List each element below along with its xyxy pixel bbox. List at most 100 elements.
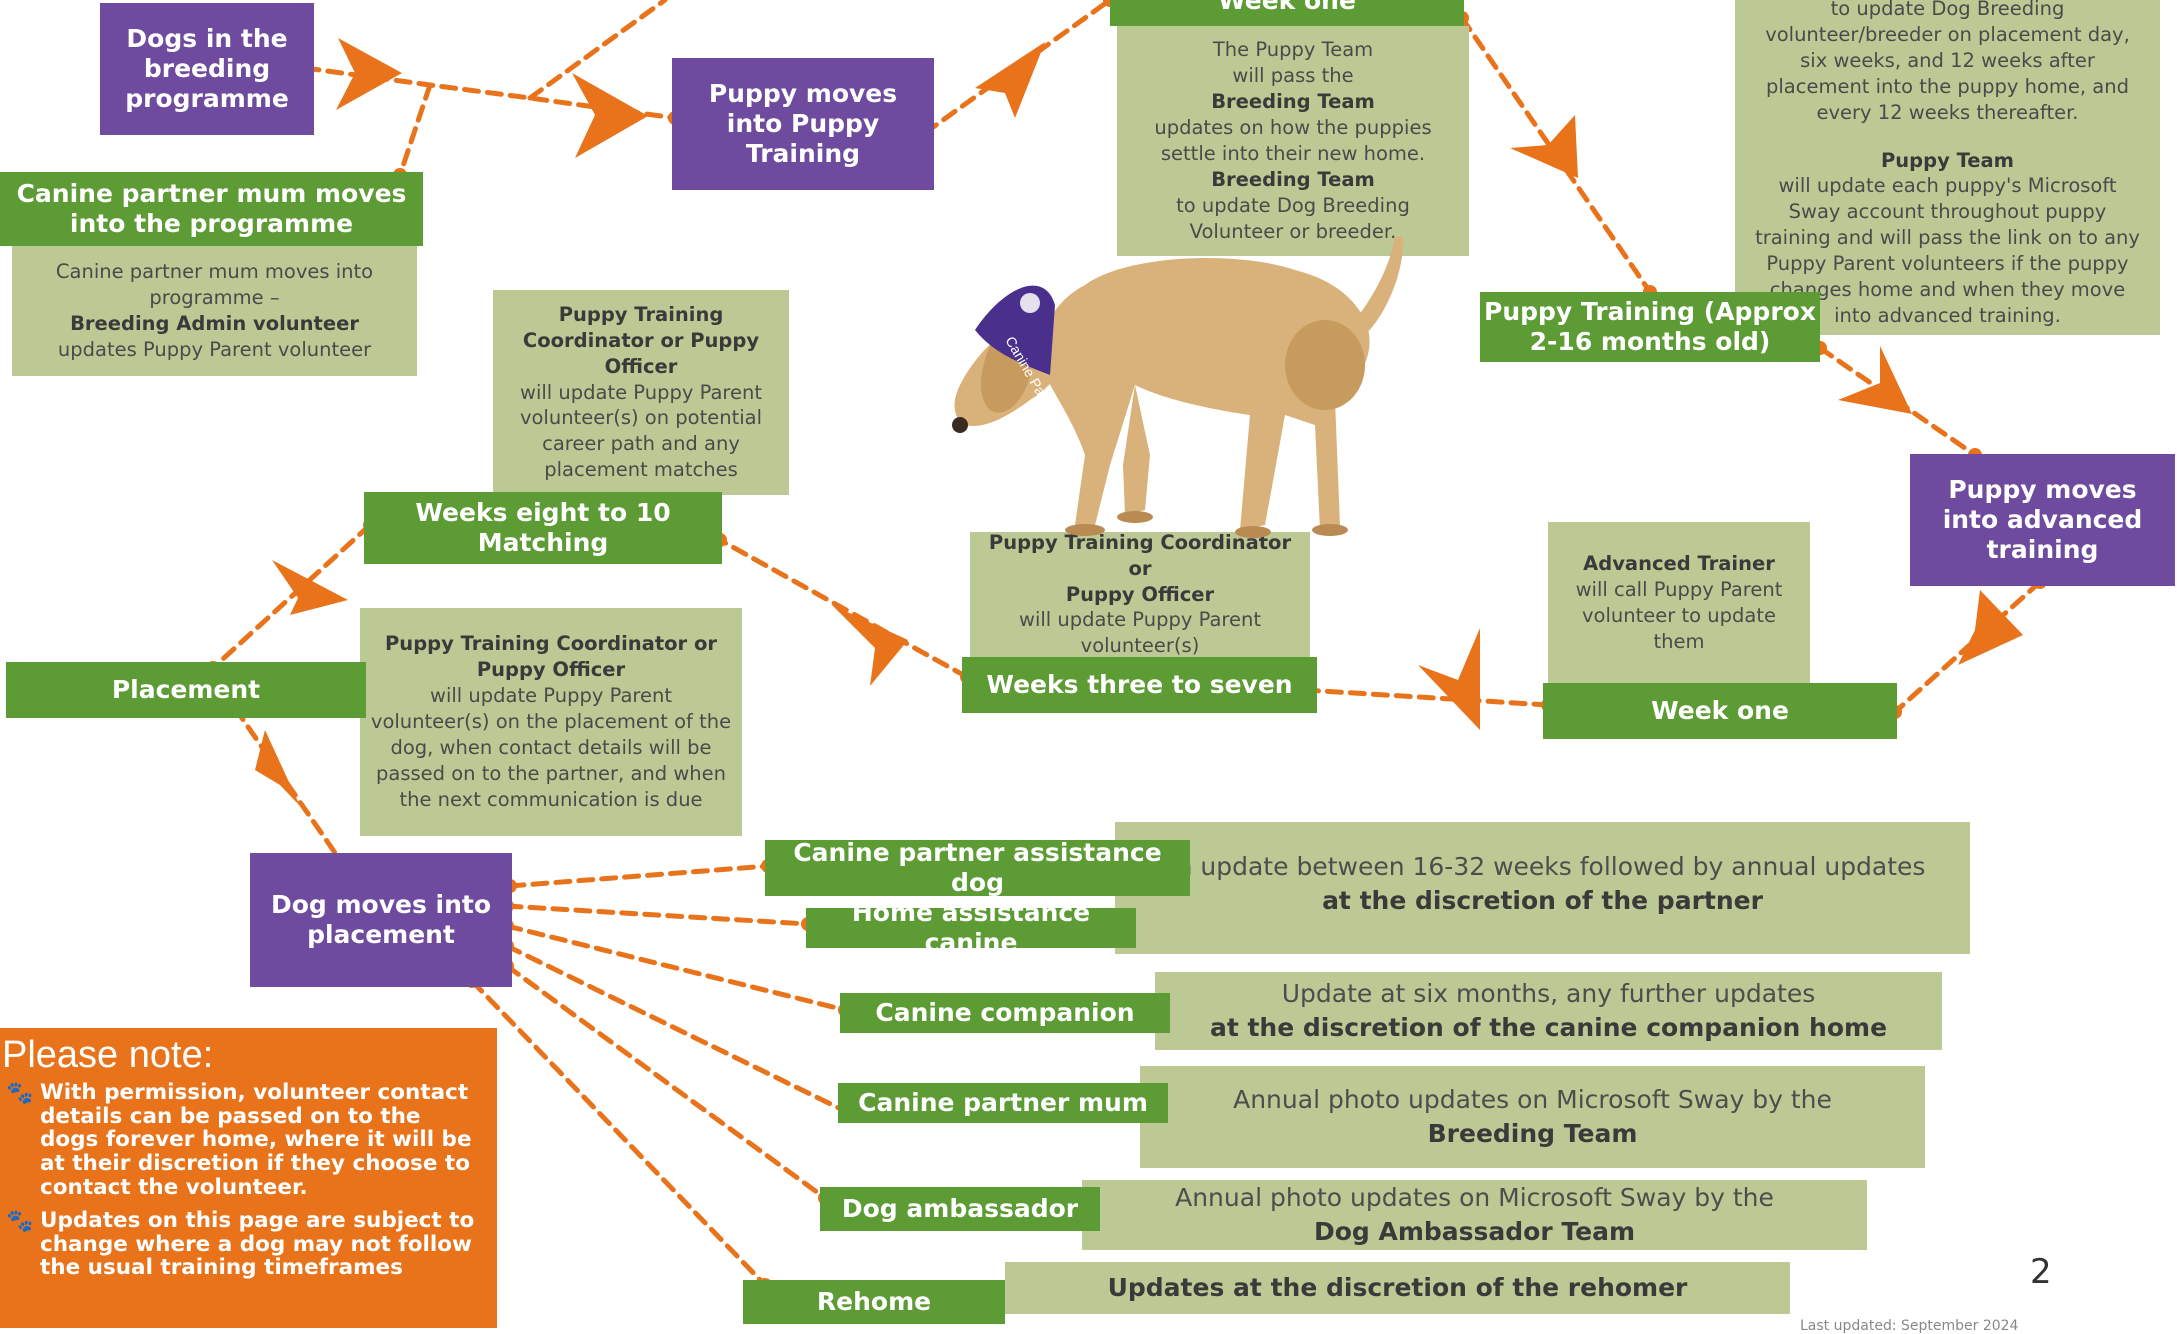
stage-placement: Placement bbox=[6, 662, 366, 718]
note-line: placement into the puppy home, and bbox=[1765, 74, 2129, 98]
outcome-bold: Dog Ambassador Team bbox=[1313, 1217, 1636, 1246]
outcome-text: An update between 16-32 weeks followed b… bbox=[1159, 852, 1926, 881]
note-line: to update Dog Breeding bbox=[1176, 193, 1410, 217]
note-role: Puppy Team bbox=[1880, 148, 2014, 172]
note-role: Advanced Trainer bbox=[1583, 552, 1775, 576]
note-line: the next communication is due bbox=[399, 787, 703, 811]
stage-weeks-eight-ten-label: Weeks eight to 10 Matching bbox=[415, 498, 671, 557]
stage-weeks-three-seven: Weeks three to seven bbox=[962, 657, 1317, 713]
note-line: passed on to the partner, and when bbox=[376, 761, 726, 785]
note-line: volunteer to update bbox=[1582, 604, 1776, 627]
please-note-text: Updates on this page are subject to chan… bbox=[40, 1208, 475, 1281]
outcome-note-companion: Update at six months, any further update… bbox=[1155, 972, 1942, 1050]
stage-advanced-move: Puppy moves into advanced training bbox=[1910, 454, 2175, 586]
stage-week-one-advanced-label: Week one bbox=[1651, 696, 1789, 725]
outcome-text: Annual photo updates on Microsoft Sway b… bbox=[1175, 1183, 1774, 1213]
note-line: volunteer/breeder on placement day, bbox=[1765, 22, 2130, 46]
note-line: dog, when contact details will be bbox=[390, 735, 712, 759]
note-line: will update Puppy Parent bbox=[520, 380, 762, 404]
please-note-item: 🐾 With permission, volunteer contact det… bbox=[0, 1081, 477, 1199]
outcome-bold: Updates at the discretion of the rehomer bbox=[1107, 1273, 1688, 1303]
outcome-rehome-label: Rehome bbox=[816, 1287, 932, 1316]
stage-weeks-three-seven-label: Weeks three to seven bbox=[986, 670, 1293, 699]
note-mum-line: Canine partner mum moves into bbox=[55, 260, 374, 284]
outcome-note-assistance-dog: An update between 16-32 weeks followed b… bbox=[1115, 822, 1970, 954]
note-line: settle into their new home. bbox=[1160, 142, 1426, 165]
note-line: career path and any bbox=[542, 432, 740, 456]
note-role: Puppy Officer bbox=[476, 658, 626, 682]
stage-dogs-breeding: Dogs in the breeding programme bbox=[100, 3, 314, 135]
please-note-item: 🐾 Updates on this page are subject to ch… bbox=[0, 1209, 477, 1280]
outcome-ambassador: Dog ambassador bbox=[820, 1187, 1100, 1231]
footer-updated: Last updated: September 2024 bbox=[1800, 1318, 2019, 1334]
note-role: Officer bbox=[604, 354, 678, 378]
please-note-panel: Please note: 🐾 With permission, voluntee… bbox=[0, 1028, 497, 1328]
note-line: updates on how the puppies bbox=[1154, 116, 1432, 140]
stage-dog-placement: Dog moves into placement bbox=[250, 853, 512, 987]
stage-dog-placement-label: Dog moves into placement bbox=[270, 890, 492, 949]
stage-puppy-training-move-label: Puppy moves into Puppy Training bbox=[708, 79, 898, 168]
note-mum-moves: Canine partner mum moves into programme … bbox=[12, 246, 417, 376]
outcome-rehome: Rehome bbox=[743, 1280, 1005, 1324]
note-matching: Puppy Training Coordinator or Puppy Offi… bbox=[493, 290, 789, 495]
outcome-note-rehome: Updates at the discretion of the rehomer bbox=[1005, 1262, 1790, 1314]
outcome-assistance-dog-label: Canine partner assistance dog bbox=[793, 838, 1162, 897]
note-role: Puppy Training Coordinator or bbox=[988, 530, 1292, 580]
note-line: training and will pass the link on to an… bbox=[1755, 226, 2140, 250]
outcome-bold: Breeding Team bbox=[1427, 1119, 1638, 1148]
please-note-text: With permission, volunteer contact detai… bbox=[40, 1080, 472, 1200]
stage-advanced-move-label: Puppy moves into advanced training bbox=[1942, 475, 2143, 564]
outcome-home-assistance-label: Home assistance canine bbox=[851, 898, 1091, 957]
note-advanced-trainer: Advanced Trainer will call Puppy Parent … bbox=[1548, 522, 1810, 684]
note-line: changes home and when they move bbox=[1769, 278, 2126, 302]
outcome-home-assistance: Home assistance canine bbox=[806, 898, 1136, 957]
note-line: volunteer(s) bbox=[1080, 634, 1200, 658]
note-line: Sway account throughout puppy bbox=[1788, 200, 2107, 224]
note-week-one-top: The Puppy Team will pass the Breeding Te… bbox=[1117, 26, 1469, 256]
outcome-mum-label: Canine partner mum bbox=[858, 1088, 1148, 1117]
stage-dogs-breeding-label: Dogs in the breeding programme bbox=[125, 24, 289, 113]
note-role: Coordinator or Puppy bbox=[522, 328, 760, 352]
note-line: them bbox=[1653, 629, 1705, 653]
stage-puppy-training-age-label: Puppy Training (Approx 2-16 months old) bbox=[1484, 297, 1816, 356]
note-line: will update each puppy's Microsoft bbox=[1778, 174, 2117, 198]
outcome-text: Update at six months, any further update… bbox=[1281, 979, 1816, 1009]
stage-week-one-advanced: Week one bbox=[1543, 683, 1897, 739]
stage-week-one-top-label: Week one bbox=[1218, 0, 1356, 15]
note-role: Puppy Training bbox=[558, 302, 724, 326]
note-line: will call Puppy Parent bbox=[1575, 578, 1783, 602]
outcome-note-ambassador: Annual photo updates on Microsoft Sway b… bbox=[1082, 1180, 1867, 1250]
note-line: to update Dog Breeding bbox=[1830, 0, 2065, 20]
stage-mum-moves: Canine partner mum moves into the progra… bbox=[0, 172, 423, 246]
note-line: six weeks, and 12 weeks after bbox=[1800, 48, 2095, 72]
stage-puppy-training-move: Puppy moves into Puppy Training bbox=[672, 58, 934, 190]
note-placement: Puppy Training Coordinator or Puppy Offi… bbox=[360, 608, 742, 836]
note-line: volunteer(s) on potential bbox=[519, 406, 763, 430]
stage-week-one-top: Week one bbox=[1110, 0, 1464, 26]
note-line: will update Puppy Parent bbox=[430, 684, 672, 708]
note-role: Puppy Training Coordinator or bbox=[385, 632, 717, 656]
outcome-companion-label: Canine companion bbox=[875, 998, 1135, 1027]
note-line: volunteer(s) on the placement of the bbox=[370, 710, 732, 734]
note-line: Puppy Parent volunteers if the puppy bbox=[1766, 252, 2129, 276]
note-line: will pass the bbox=[1232, 64, 1354, 88]
note-line: placement matches bbox=[544, 458, 738, 482]
note-line: every 12 weeks thereafter. bbox=[1816, 100, 2079, 124]
page-number: 2 bbox=[2030, 1252, 2052, 1292]
note-puppy-team: to update Dog Breeding volunteer/breeder… bbox=[1735, 0, 2160, 335]
note-role: Breeding Team bbox=[1211, 167, 1375, 191]
paw-icon: 🐾 bbox=[6, 1209, 34, 1235]
outcome-note-mum: Annual photo updates on Microsoft Sway b… bbox=[1140, 1066, 1925, 1168]
outcome-text: Annual photo updates on Microsoft Sway b… bbox=[1233, 1085, 1832, 1115]
outcome-bold: at the discretion of the partner bbox=[1322, 885, 1763, 915]
stage-placement-label: Placement bbox=[111, 675, 261, 704]
outcome-bold: at the discretion of the canine companio… bbox=[1209, 1013, 1888, 1042]
golden-retriever-puppy-image: Canine Partners bbox=[952, 237, 1404, 538]
note-mum-role: Breeding Admin volunteer bbox=[70, 312, 359, 335]
note-mum-line: updates Puppy Parent volunteer bbox=[57, 337, 372, 361]
paw-icon: 🐾 bbox=[6, 1081, 34, 1106]
outcome-mum: Canine partner mum bbox=[838, 1083, 1168, 1123]
note-three-seven: Puppy Training Coordinator or Puppy Offi… bbox=[970, 530, 1310, 658]
note-line: The Puppy Team bbox=[1212, 38, 1374, 62]
outcome-assistance-dog: Canine partner assistance dog bbox=[765, 838, 1190, 897]
